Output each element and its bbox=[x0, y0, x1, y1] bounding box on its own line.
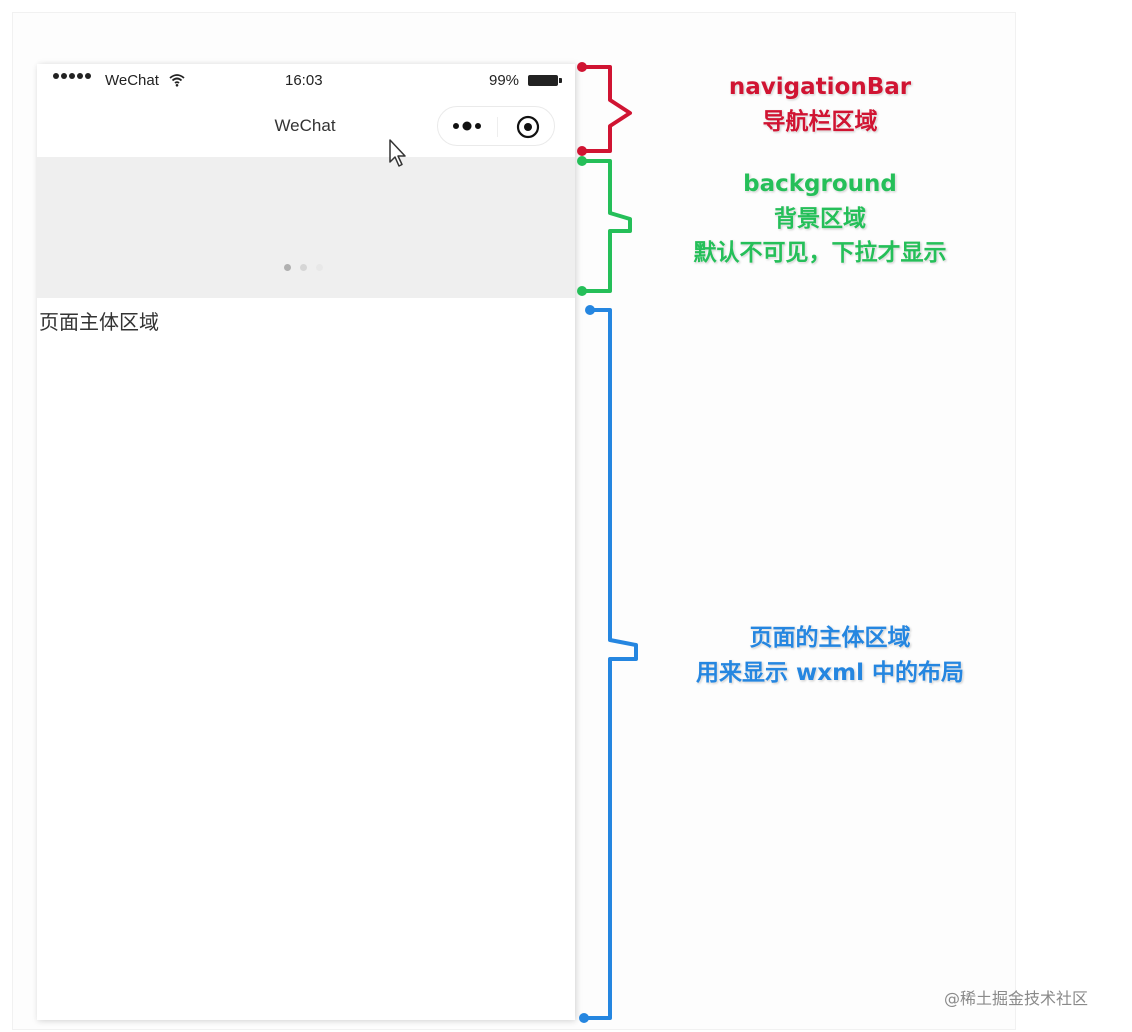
page-main-text: 页面主体区域 bbox=[39, 310, 159, 334]
capsule-divider bbox=[497, 117, 498, 137]
annotation-main: 页面的主体区域 用来显示 wxml 中的布局 bbox=[660, 621, 1000, 690]
annotation-background: background 背景区域 默认不可见，下拉才显示 bbox=[650, 167, 990, 271]
loading-dots bbox=[284, 264, 323, 271]
home-target-icon[interactable] bbox=[516, 115, 540, 139]
carrier-name: WeChat bbox=[105, 72, 159, 89]
loading-dot bbox=[300, 264, 307, 271]
navigation-bar-title: WeChat bbox=[37, 116, 575, 136]
mouse-cursor-icon bbox=[389, 139, 406, 167]
annotation-main-line1: 页面的主体区域 bbox=[749, 625, 911, 651]
annotation-main-line2: 用来显示 wxml 中的布局 bbox=[696, 659, 964, 686]
main-bracket bbox=[584, 308, 638, 1020]
battery-icon bbox=[528, 75, 558, 86]
battery-percent: 99% bbox=[489, 72, 520, 89]
annotation-navigation: navigationBar 导航栏区域 bbox=[700, 70, 940, 139]
background-area bbox=[37, 157, 575, 298]
annotation-navigation-line2: 导航栏区域 bbox=[762, 108, 878, 135]
nav-title-text: WeChat bbox=[274, 116, 336, 135]
capsule-menu[interactable] bbox=[437, 106, 555, 146]
annotation-background-line2: 背景区域 bbox=[774, 205, 866, 232]
wifi-icon bbox=[169, 74, 185, 87]
phone-simulator: WeChat 16:03 99% WeChat bbox=[37, 64, 575, 1020]
loading-dot bbox=[316, 264, 323, 271]
annotation-braces bbox=[577, 62, 638, 1023]
annotation-background-line3: 默认不可见，下拉才显示 bbox=[693, 240, 947, 266]
battery-tip bbox=[559, 78, 562, 83]
annotation-navigation-line1: navigationBar bbox=[728, 74, 912, 100]
loading-dot bbox=[284, 264, 291, 271]
background-bracket bbox=[582, 159, 632, 293]
navigation-bracket bbox=[582, 65, 632, 153]
status-time: 16:03 bbox=[285, 72, 323, 89]
more-dots-icon[interactable] bbox=[452, 119, 486, 133]
status-bar: WeChat 16:03 99% bbox=[37, 64, 575, 100]
watermark: @稀土掘金技术社区 bbox=[944, 989, 1089, 1008]
signal-strength-icon bbox=[53, 73, 91, 79]
annotation-background-line1: background bbox=[743, 171, 897, 197]
